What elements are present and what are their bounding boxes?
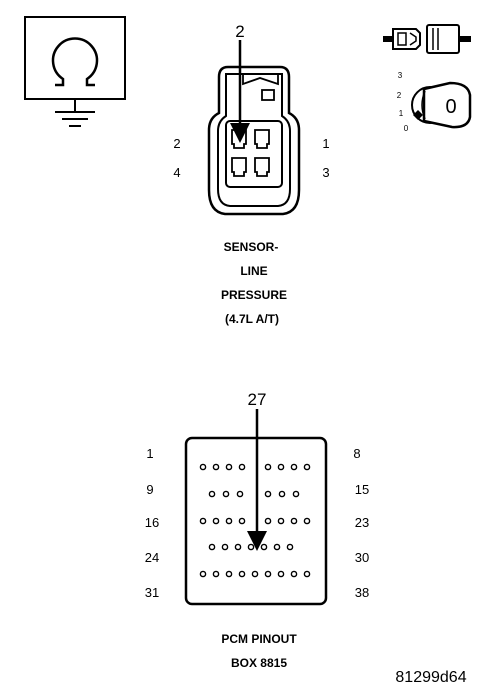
key-position-label: 1 (399, 109, 404, 118)
pcm-pin (208, 543, 216, 551)
pcm-pin (238, 570, 246, 578)
pcm-caption-line: PCM PINOUT (221, 632, 297, 646)
key-position-label: 3 (398, 71, 403, 80)
pcm-pin (303, 570, 311, 578)
pcm-pin (273, 543, 281, 551)
sensor-pin-label: 1 (322, 136, 329, 151)
pcm-pin (260, 543, 268, 551)
ohmmeter-ground-symbol-icon (24, 16, 126, 127)
sensor-pin-label: 3 (322, 165, 329, 180)
pcm-pin (234, 543, 242, 551)
sensor-caption: SENSOR- LINE PRESSURE (4.7L A/T) (221, 240, 287, 326)
sensor-caption-line: SENSOR- (224, 240, 279, 254)
pcm-pin (290, 517, 298, 525)
pcm-pin (303, 517, 311, 525)
pcm-pin (277, 463, 285, 471)
pcm-pin (264, 517, 272, 525)
connector-disconnected-icon (383, 24, 471, 54)
pcm-pin (225, 463, 233, 471)
pcm-pin (278, 490, 286, 498)
pcm-pin (247, 543, 255, 551)
pcm-row-label-left: 16 (145, 515, 159, 530)
key-position-label: 2 (397, 91, 402, 100)
pcm-pin (290, 570, 298, 578)
pcm-pin (264, 570, 272, 578)
pcm-pin (236, 490, 244, 498)
pcm-pin (212, 570, 220, 578)
pcm-pin (212, 463, 220, 471)
sensor-pin-label: 2 (173, 136, 180, 151)
pcm-pin (199, 517, 207, 525)
pcm-pin (292, 490, 300, 498)
sensor-connector (207, 65, 301, 216)
pcm-probe-label: 27 (248, 390, 267, 409)
pcm-row-label-right: 23 (355, 515, 369, 530)
pcm-row-label-right: 30 (355, 550, 369, 565)
sensor-pin-label: 4 (173, 165, 180, 180)
pcm-pin (286, 543, 294, 551)
pcm-pin (303, 463, 311, 471)
pcm-caption: PCM PINOUT BOX 8815 (221, 632, 297, 670)
pcm-row-label-left: 31 (145, 585, 159, 600)
pcm-row-label-right: 15 (355, 482, 369, 497)
pcm-pin (208, 490, 216, 498)
sensor-caption-line: PRESSURE (221, 288, 287, 302)
pcm-caption-line: BOX 8815 (231, 656, 287, 670)
figure-id: 81299d64 (395, 669, 466, 686)
pcm-pin (222, 490, 230, 498)
key-position-label: 0 (404, 124, 409, 133)
sensor-probe-label: 2 (235, 22, 244, 41)
pcm-pin (238, 517, 246, 525)
pcm-pin (290, 463, 298, 471)
pcm-pin (225, 517, 233, 525)
pcm-pin (264, 463, 272, 471)
pcm-pin (264, 490, 272, 498)
pcm-pin (221, 543, 229, 551)
pcm-pin (251, 570, 259, 578)
pcm-pin (212, 517, 220, 525)
pcm-pin-grid (199, 463, 311, 578)
pcm-row-label-right: 38 (355, 585, 369, 600)
pcm-pin (199, 570, 207, 578)
ignition-key-off-icon (411, 81, 472, 129)
key-label: 0 (445, 96, 456, 118)
pcm-pin (277, 570, 285, 578)
pcm-pin (238, 463, 246, 471)
pcm-row-label-left: 9 (146, 482, 153, 497)
pcm-pin (277, 517, 285, 525)
pcm-pin (199, 463, 207, 471)
sensor-caption-line: LINE (240, 264, 267, 278)
pcm-row-label-left: 1 (146, 446, 153, 461)
sensor-caption-line: (4.7L A/T) (225, 312, 279, 326)
pcm-row-label-left: 24 (145, 550, 159, 565)
pcm-pin (225, 570, 233, 578)
pcm-row-label-right: 8 (353, 446, 360, 461)
